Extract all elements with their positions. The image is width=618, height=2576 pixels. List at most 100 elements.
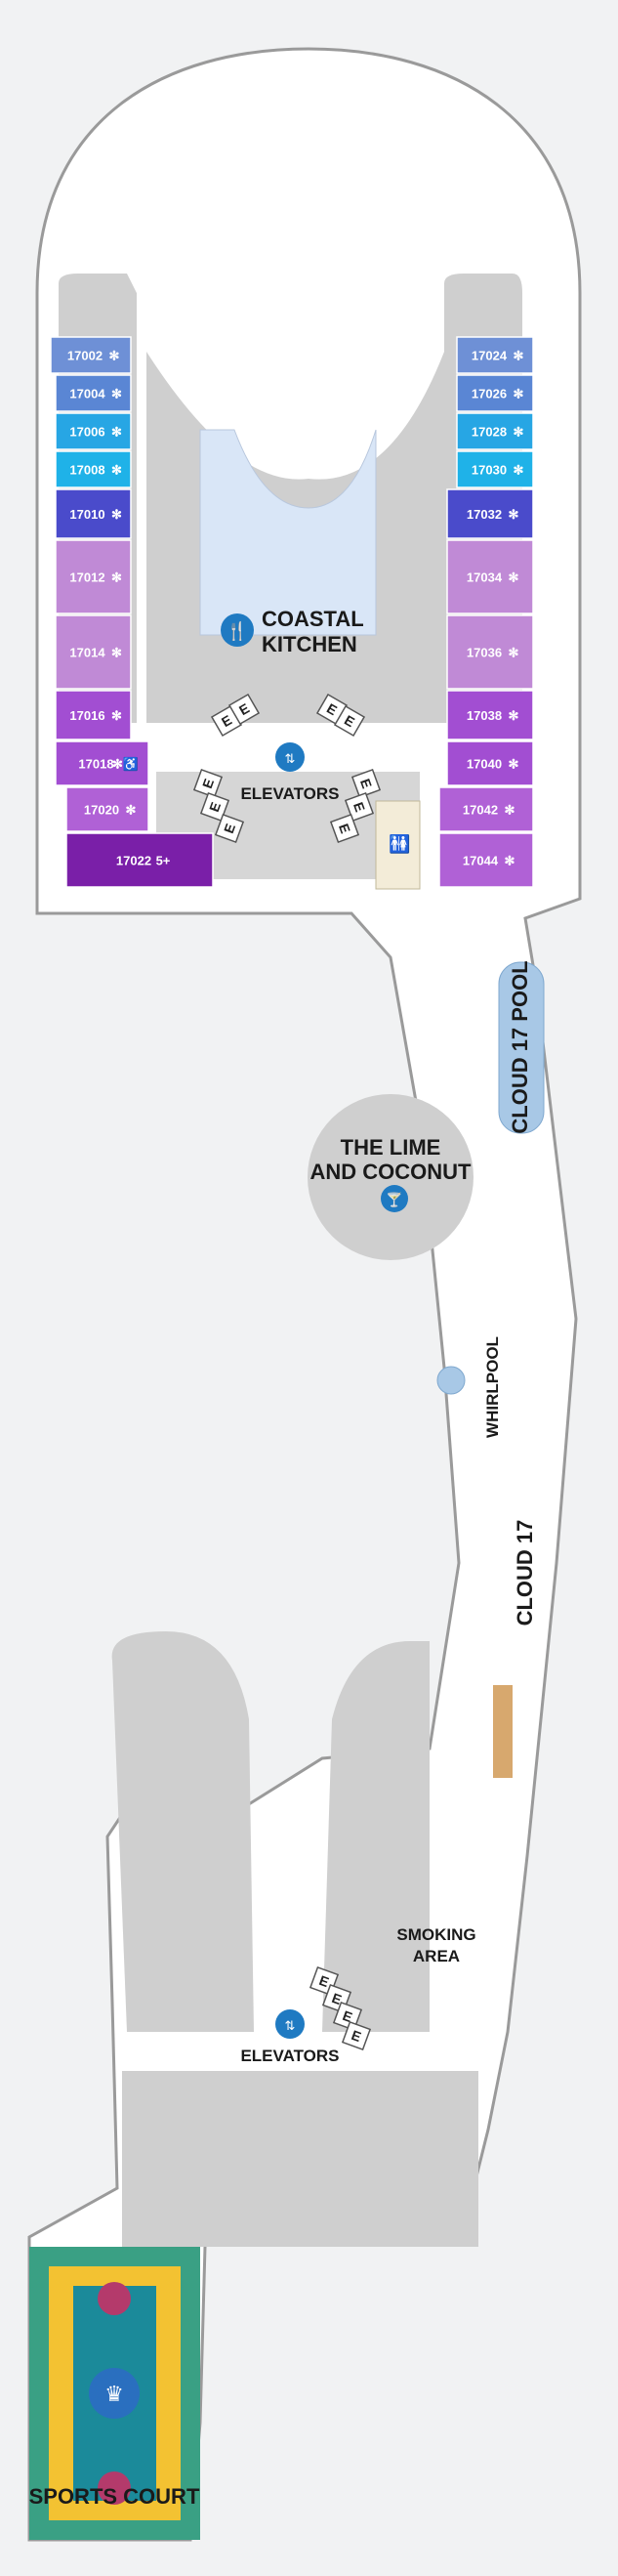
elevator-tile[interactable]: E xyxy=(227,693,261,726)
cabin-box xyxy=(446,614,534,690)
elevator-tile[interactable]: E xyxy=(350,768,382,799)
elevator-tile[interactable]: E xyxy=(199,791,230,823)
cabin-number: 17008 xyxy=(69,463,104,478)
elevator-tile[interactable]: E xyxy=(214,813,245,844)
restroom-icon: 🚻 xyxy=(389,833,410,854)
snowflake-icon: ✻ xyxy=(111,425,122,440)
cabin-17038[interactable]: 17038✻ xyxy=(446,690,534,740)
cabin-box xyxy=(55,374,132,412)
cabin-17030[interactable]: 17030 ✻ xyxy=(456,450,534,488)
elevator-tile[interactable]: E xyxy=(192,768,224,799)
snowflake-icon: ✻ xyxy=(509,570,519,585)
cabin-number: 17030 xyxy=(472,463,507,478)
snowflake-icon: ✻ xyxy=(509,507,519,522)
cabin-box xyxy=(438,786,534,832)
cabin-box xyxy=(55,450,132,488)
cabin-17012[interactable]: 17012✻ xyxy=(55,539,132,614)
coastal-kitchen-label-2: KITCHEN xyxy=(262,632,357,656)
cabin-number: 17040 xyxy=(467,757,502,772)
cabin-17014[interactable]: 17014✻ xyxy=(55,614,132,690)
coastal-kitchen-icon: 🍴 xyxy=(221,613,254,647)
coastal-kitchen-area xyxy=(199,429,377,636)
svg-text:🍸: 🍸 xyxy=(386,1191,402,1208)
cabin-17044[interactable]: 17044 ✻ xyxy=(438,832,534,888)
cabin-17036[interactable]: 17036 ✻ xyxy=(446,614,534,690)
aft-big-gray xyxy=(122,2071,478,2247)
occupancy-icon: 5+ xyxy=(156,854,171,868)
cabin-17008[interactable]: 17008✻ xyxy=(55,450,132,488)
cabin-17042[interactable]: 17042 ✻ xyxy=(438,786,534,832)
svg-text:🍴: 🍴 xyxy=(227,620,248,642)
snowflake-icon: ✻ xyxy=(111,387,122,401)
cabin-17034[interactable]: 17034✻ xyxy=(446,539,534,614)
snowflake-icon: ✻ xyxy=(505,803,515,818)
smoking-area-label: SMOKING xyxy=(396,1925,475,1944)
elevator-tile[interactable]: E xyxy=(329,813,360,844)
cabin-box xyxy=(50,336,132,374)
lime-coconut-area xyxy=(308,1094,474,1260)
cabin-number: 17006 xyxy=(69,425,104,440)
cabin-box xyxy=(446,488,534,539)
cabin-number: 17038 xyxy=(467,708,502,723)
cabin-number: 17012 xyxy=(69,570,104,585)
cabin-number: 17028 xyxy=(472,425,507,440)
cabins-starboard: 17024✻17026✻17028✻17030✻17032✻17034✻1703… xyxy=(438,336,534,888)
cabin-box xyxy=(55,740,149,786)
cabin-17032[interactable]: 17032✻ xyxy=(446,488,534,539)
coastal-kitchen-label: COASTAL xyxy=(262,607,364,631)
cabin-number: 17044 xyxy=(463,854,499,868)
cabin-17004[interactable]: 17004 ✻ xyxy=(55,374,132,412)
whirlpool xyxy=(436,1366,466,1395)
cabins-port: 17002✻17004✻17006✻17008✻17010✻17012✻1701… xyxy=(50,336,214,888)
elevator-tile[interactable]: E xyxy=(344,791,375,823)
lime-coconut-label: THE LIME xyxy=(341,1135,441,1160)
cabin-box xyxy=(456,412,534,450)
snowflake-icon: ✻ xyxy=(505,854,515,868)
aft-interior-right xyxy=(322,1641,430,2032)
lime-coconut-label-2: AND COCONUT xyxy=(310,1160,473,1184)
svg-text:⇅: ⇅ xyxy=(285,751,296,766)
cabin-box xyxy=(456,450,534,488)
svg-text:⇅: ⇅ xyxy=(285,2018,296,2033)
cabin-number: 17016 xyxy=(69,708,104,723)
cabin-box xyxy=(65,786,149,832)
sports-court: ♛ xyxy=(29,2247,200,2540)
deck-walkway xyxy=(493,1685,513,1778)
cabin-box xyxy=(456,374,534,412)
snowflake-icon: ✻ xyxy=(514,349,524,363)
cabin-17028[interactable]: 17028✻ xyxy=(456,412,534,450)
snowflake-icon: ✻ xyxy=(509,646,519,660)
aft-elevators-label: ELEVATORS xyxy=(240,2047,339,2065)
cabin-box xyxy=(55,614,132,690)
cabin-17016[interactable]: 17016 ✻ xyxy=(55,690,132,740)
cabin-17018[interactable]: 17018✻♿ xyxy=(55,740,149,786)
cabin-number: 17002 xyxy=(67,349,103,363)
cabin-17002[interactable]: 17002✻ xyxy=(50,336,132,374)
snowflake-icon: ✻ xyxy=(111,708,122,723)
cabin-box xyxy=(446,690,534,740)
elevator-tile[interactable]: E xyxy=(333,704,366,738)
cocktail-glass-icon: 🍸 xyxy=(381,1185,408,1212)
cabin-number: 17010 xyxy=(69,507,104,522)
snowflake-icon: ✻ xyxy=(514,387,524,401)
aft-elevator-icon: ⇅ xyxy=(275,2009,305,2039)
cabin-box xyxy=(65,832,214,888)
snowflake-icon: ✻♿ xyxy=(112,757,139,772)
cabin-17020[interactable]: 17020✻ xyxy=(65,786,149,832)
cabin-box xyxy=(446,740,534,786)
cabin-17010[interactable]: 17010✻ xyxy=(55,488,132,539)
cabin-number: 17042 xyxy=(463,803,498,818)
cabin-17040[interactable]: 17040 ✻ xyxy=(446,740,534,786)
cabin-17026[interactable]: 17026✻ xyxy=(456,374,534,412)
elevator-tile[interactable]: E xyxy=(341,2020,372,2051)
cabin-number: 17036 xyxy=(467,646,502,660)
snowflake-icon: ✻ xyxy=(514,463,524,478)
cabin-box xyxy=(55,690,132,740)
cabin-number: 17004 xyxy=(69,387,105,401)
cabin-17024[interactable]: 17024✻ xyxy=(456,336,534,374)
cabin-17006[interactable]: 17006 ✻ xyxy=(55,412,132,450)
snowflake-icon: ✻ xyxy=(509,757,519,772)
